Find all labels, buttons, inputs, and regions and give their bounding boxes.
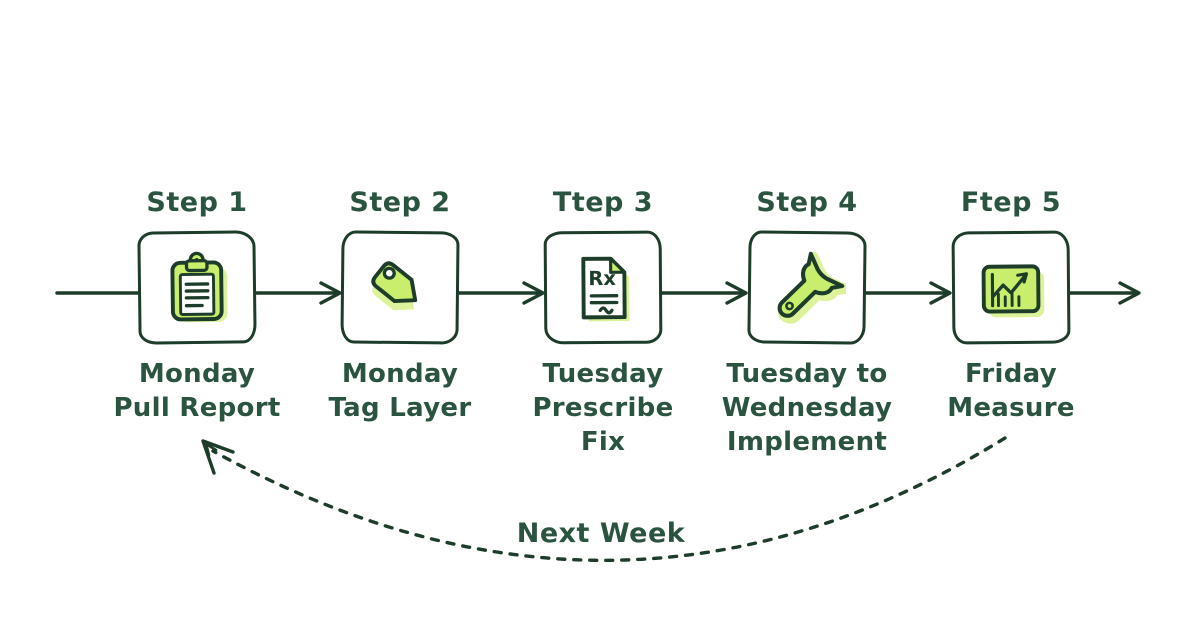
step-5: Ftep 5 Friday Measure [896,186,1126,425]
wrench-icon [777,251,847,324]
step-1-caption: Monday Pull Report [113,359,281,423]
step-1: Step 1 Monday Pull Report [82,186,312,425]
step-2-caption: Monday Tag Layer [328,359,472,423]
step-4-box [747,230,867,345]
price-tag-icon [371,260,418,310]
step-5-caption: Friday Measure [947,359,1075,423]
step-4: Step 4 Tuesday to Wednesday Implement [692,186,922,459]
step-2-box [340,230,460,345]
step-4-caption: Tuesday to Wednesday Implement [721,359,893,457]
rx-symbol: Rx [588,266,616,289]
step-2: Step 2 Monday Tag Layer [285,186,515,425]
step-3-box: Rx [543,230,663,345]
step-4-title: Step 4 [756,187,858,218]
clipboard-icon [170,251,228,322]
step-5-title: Ftep 5 [960,187,1062,218]
step-1-box [137,230,257,345]
step-5-box [951,230,1071,345]
chart-icon [981,263,1045,317]
step-1-title: Step 1 [146,187,248,218]
step-2-title: Step 2 [349,187,451,218]
step-3: Ttep 3 Rx Tuesday Prescribe Fix [488,186,718,459]
step-3-caption: Tuesday Prescribe Fix [532,359,674,457]
prescription-icon: Rx [581,256,630,321]
step-3-title: Ttep 3 [552,187,654,218]
next-week-label: Next Week [516,518,686,549]
